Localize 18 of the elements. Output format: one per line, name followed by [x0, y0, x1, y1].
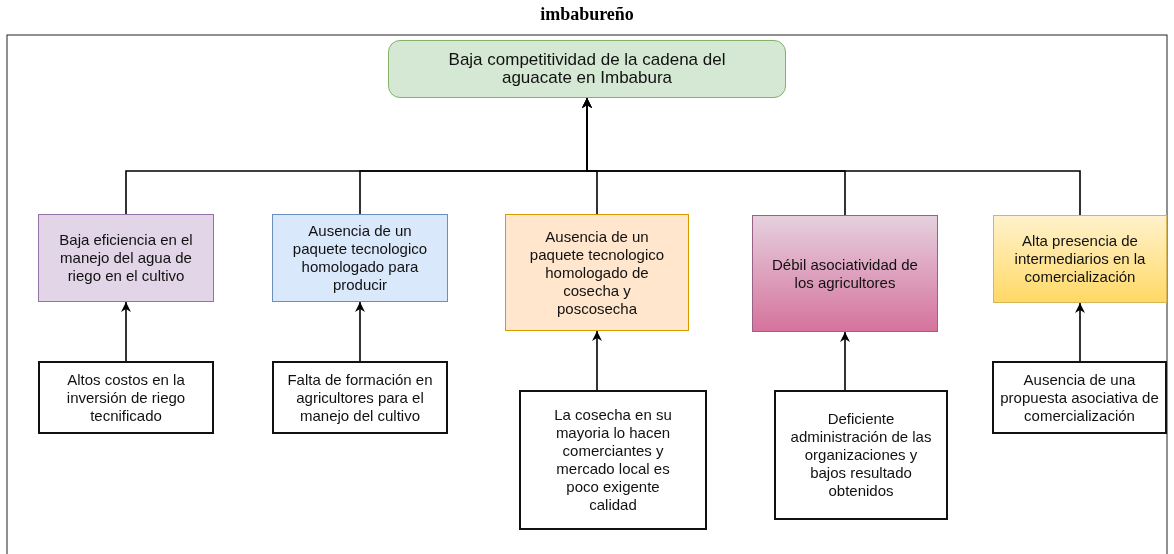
- cause-box: Baja eficiencia en el manejo del agua de riego en el cultivo: [38, 214, 214, 302]
- arrow: [121, 301, 131, 362]
- cause-box: Ausencia de un paquete tecnologico homologado de cosecha y poscosecha: [505, 214, 689, 331]
- root-cause-box: Falta de formación en agricultores para el manejo del cultivo: [272, 361, 448, 434]
- root-cause-box: La cosecha en su mayoria lo hacen comerciantes y mercado local es poco exigente calidad: [519, 390, 707, 530]
- cause-box: Alta presencia de intermediarios en la comercialización: [993, 215, 1167, 303]
- arrow: [592, 330, 602, 391]
- arrow: [1075, 302, 1085, 362]
- root-cause-box: Ausencia de una propuesta asociativa de comercialización: [992, 361, 1167, 434]
- arrow: [582, 97, 1081, 216]
- diagram-title: imbabureño: [539, 4, 635, 25]
- root-cause-box: Altos costos en la inversión de riego tecnificado: [38, 361, 214, 434]
- effect-box: Baja competitividad de la cadena del aguacate en Imbabura: [388, 40, 786, 98]
- cause-box: Débil asociatividad de los agricultores: [752, 215, 938, 332]
- arrow: [355, 301, 365, 362]
- arrow: [840, 331, 850, 391]
- cause-box: Ausencia de un paquete tecnologico homologado para producir: [272, 214, 448, 302]
- root-cause-box: Deficiente administración de las organizaciones y bajos resultado obtenidos: [774, 390, 948, 520]
